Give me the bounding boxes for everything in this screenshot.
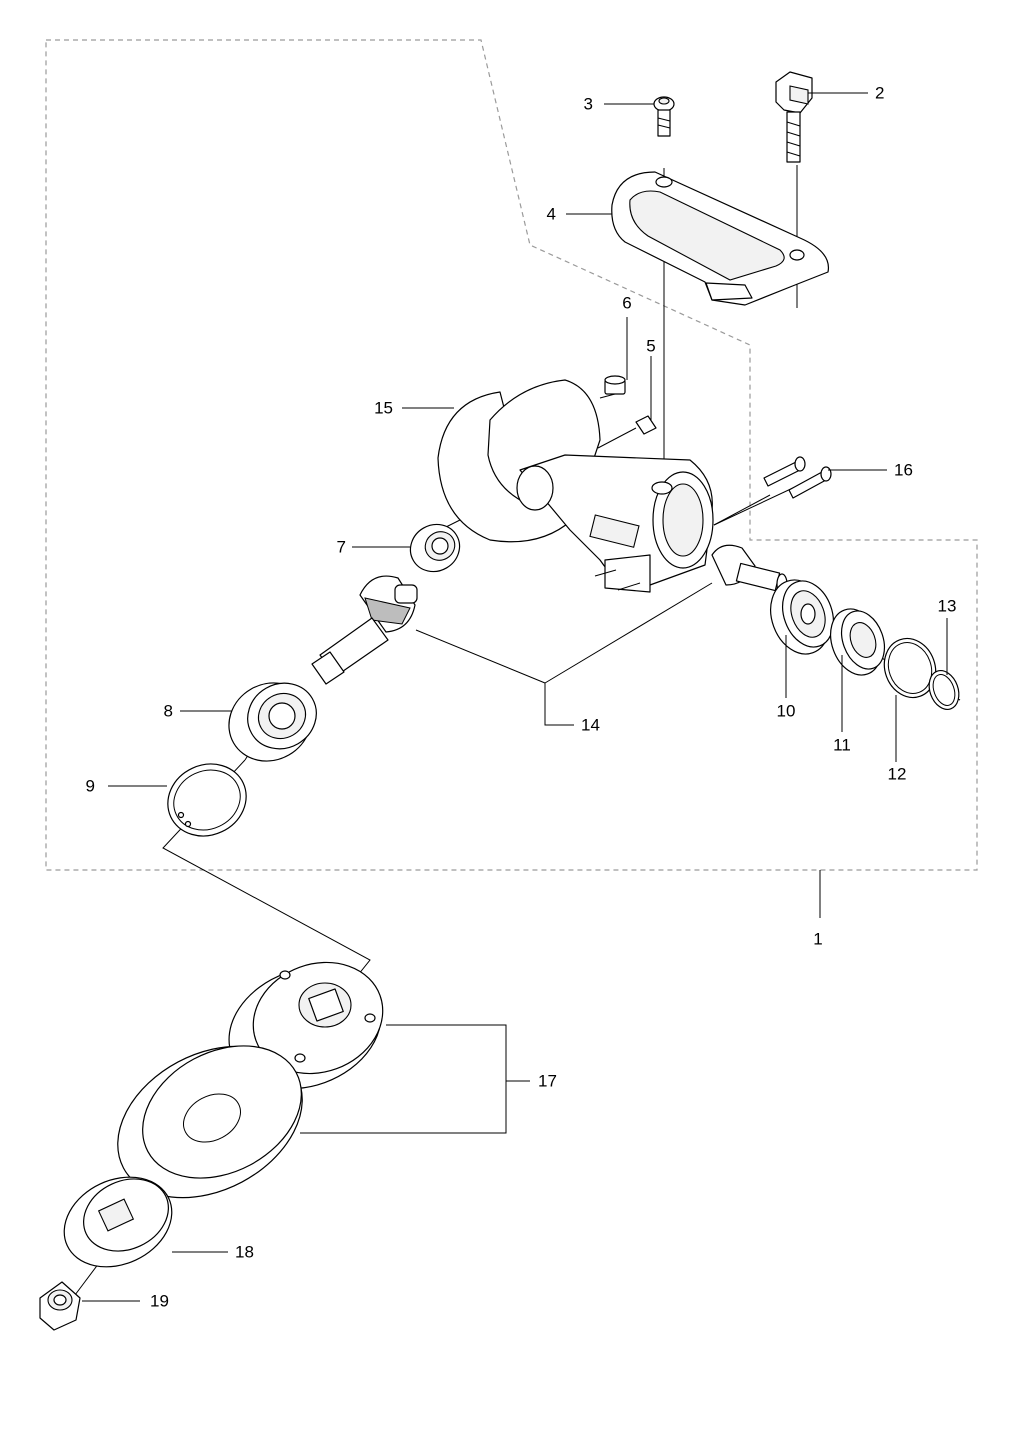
callout-labels: 1 2 3 4 5 6 7 8 9 10 11 12 13 14 15 16 1… bbox=[86, 83, 957, 1310]
part-10-bearing bbox=[770, 579, 834, 655]
callout-18: 18 bbox=[235, 1242, 254, 1261]
callout-11: 11 bbox=[833, 735, 851, 754]
callout-19: 19 bbox=[150, 1291, 169, 1310]
callout-15: 15 bbox=[374, 398, 393, 417]
callout-14: 14 bbox=[581, 715, 600, 734]
callout-7: 7 bbox=[337, 537, 346, 556]
callout-4: 4 bbox=[547, 204, 556, 223]
callout-10: 10 bbox=[777, 701, 796, 720]
assembly-boundary bbox=[45, 39, 978, 871]
part-13-circlip bbox=[928, 670, 960, 710]
callout-9: 9 bbox=[86, 776, 95, 795]
part-15-gear-housing bbox=[437, 379, 714, 593]
callout-13: 13 bbox=[938, 596, 957, 615]
callout-12: 12 bbox=[888, 764, 907, 783]
part-16-screws bbox=[763, 456, 832, 499]
part-18-washer bbox=[63, 1176, 173, 1268]
callout-8: 8 bbox=[164, 701, 173, 720]
part-6-plug bbox=[599, 375, 626, 399]
callout-1: 1 bbox=[813, 929, 822, 948]
part-4-clamp-bracket bbox=[611, 171, 830, 306]
callout-17: 17 bbox=[538, 1071, 557, 1090]
part-11-bearing bbox=[830, 608, 886, 676]
callout-3: 3 bbox=[584, 94, 593, 113]
callout-2: 2 bbox=[875, 83, 884, 102]
part-9-circlip bbox=[167, 763, 247, 837]
part-3-screw bbox=[653, 96, 675, 137]
part-8-bearing bbox=[228, 682, 317, 762]
part-17-flange-assembly bbox=[117, 961, 384, 1199]
part-2-clamp-bolt bbox=[775, 71, 813, 163]
callout-16: 16 bbox=[894, 460, 913, 479]
part-5-pin bbox=[597, 415, 657, 449]
part-12-circlip bbox=[883, 637, 937, 699]
part-14-bevel-gear-set bbox=[311, 544, 788, 685]
part-7-bearing bbox=[409, 523, 461, 573]
part-19-nut bbox=[39, 1281, 81, 1331]
callout-leader-lines bbox=[82, 92, 948, 1302]
callout-5: 5 bbox=[646, 336, 655, 355]
callout-6: 6 bbox=[622, 293, 631, 312]
